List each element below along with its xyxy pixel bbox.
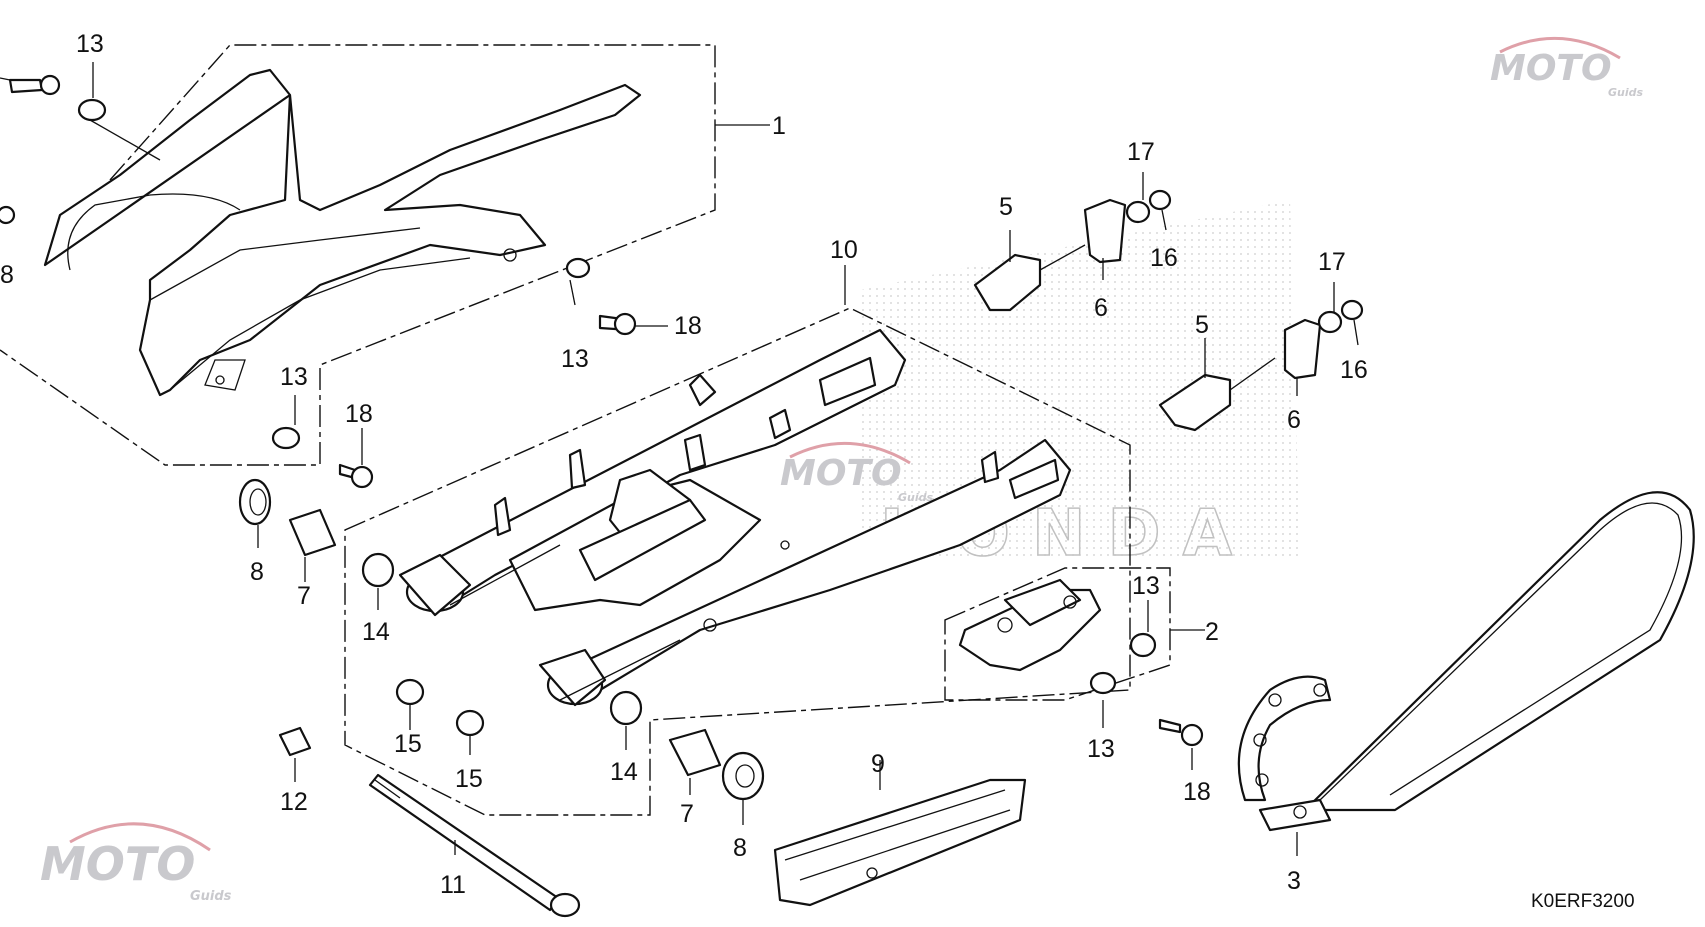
bolt-icon bbox=[8, 78, 44, 94]
logo-swoosh-icon bbox=[1499, 36, 1621, 60]
callout-16: 16 bbox=[1150, 244, 1178, 272]
logo-brand-text: MOTO bbox=[780, 453, 902, 494]
callout-13: 13 bbox=[1087, 735, 1115, 763]
callout-8-edge: 8 bbox=[0, 261, 14, 289]
callout-12: 12 bbox=[280, 788, 308, 816]
logo-sub-text: Guids bbox=[1608, 86, 1644, 99]
callout-14: 14 bbox=[610, 758, 638, 786]
callout-5: 5 bbox=[999, 193, 1013, 221]
callout-14: 14 bbox=[362, 618, 390, 646]
chain-case-cover bbox=[43, 68, 642, 397]
group-outline-2 bbox=[944, 567, 1171, 701]
callout-13: 13 bbox=[561, 345, 589, 373]
callout-17: 17 bbox=[1318, 248, 1346, 276]
chain-adjuster-icon bbox=[973, 253, 1042, 312]
callout-8: 8 bbox=[250, 558, 264, 586]
chain-guide bbox=[958, 578, 1102, 672]
callout-labels: 13 1 8 13 18 13 18 10 5 6 17 16 5 6 17 1… bbox=[0, 30, 1635, 912]
moto-logo-bottom: MOTO Guids bbox=[40, 822, 232, 904]
callout-18: 18 bbox=[674, 312, 702, 340]
callout-11: 11 bbox=[440, 871, 466, 899]
callout-7: 7 bbox=[680, 800, 694, 828]
pivot-bolt bbox=[368, 773, 581, 918]
chain-slider bbox=[773, 778, 1027, 907]
moto-logo-center: MOTO Guids bbox=[780, 441, 934, 504]
callout-8: 8 bbox=[733, 834, 747, 862]
callout-18: 18 bbox=[1183, 778, 1211, 806]
moto-logo-top: MOTO Guids bbox=[1490, 36, 1644, 99]
swingarm bbox=[398, 328, 1072, 707]
callout-6: 6 bbox=[1287, 406, 1301, 434]
logo-brand-text: MOTO bbox=[40, 837, 195, 891]
callout-1: 1 bbox=[772, 112, 786, 140]
logo-sub-text: Guids bbox=[190, 889, 232, 904]
callout-13: 13 bbox=[1132, 572, 1160, 600]
group-outline-10 bbox=[344, 307, 1131, 816]
logo-swoosh-icon bbox=[789, 441, 911, 465]
logo-swoosh-icon bbox=[69, 822, 211, 852]
logo-brand-text: MOTO bbox=[1490, 48, 1612, 89]
logo-sub-text: Guids bbox=[898, 491, 934, 504]
callout-10: 10 bbox=[830, 236, 858, 264]
leader-lines bbox=[0, 62, 1359, 856]
callout-6: 6 bbox=[1094, 294, 1108, 322]
callout-15: 15 bbox=[455, 765, 483, 793]
callout-2: 2 bbox=[1205, 618, 1219, 646]
chain-links-icon bbox=[1237, 675, 1332, 832]
callout-5: 5 bbox=[1195, 311, 1209, 339]
hardware bbox=[0, 74, 1364, 801]
callout-17: 17 bbox=[1127, 138, 1155, 166]
drive-chain bbox=[1237, 491, 1695, 832]
callout-9: 9 bbox=[871, 750, 885, 778]
callout-15: 15 bbox=[394, 730, 422, 758]
group-outline-1 bbox=[0, 44, 716, 466]
callout-18: 18 bbox=[345, 400, 373, 428]
callout-13: 13 bbox=[280, 363, 308, 391]
callout-13: 13 bbox=[76, 30, 104, 58]
callout-3: 3 bbox=[1287, 867, 1301, 895]
callout-16: 16 bbox=[1340, 356, 1368, 384]
callout-7: 7 bbox=[297, 582, 311, 610]
diagram-code: K0ERF3200 bbox=[1531, 891, 1635, 912]
